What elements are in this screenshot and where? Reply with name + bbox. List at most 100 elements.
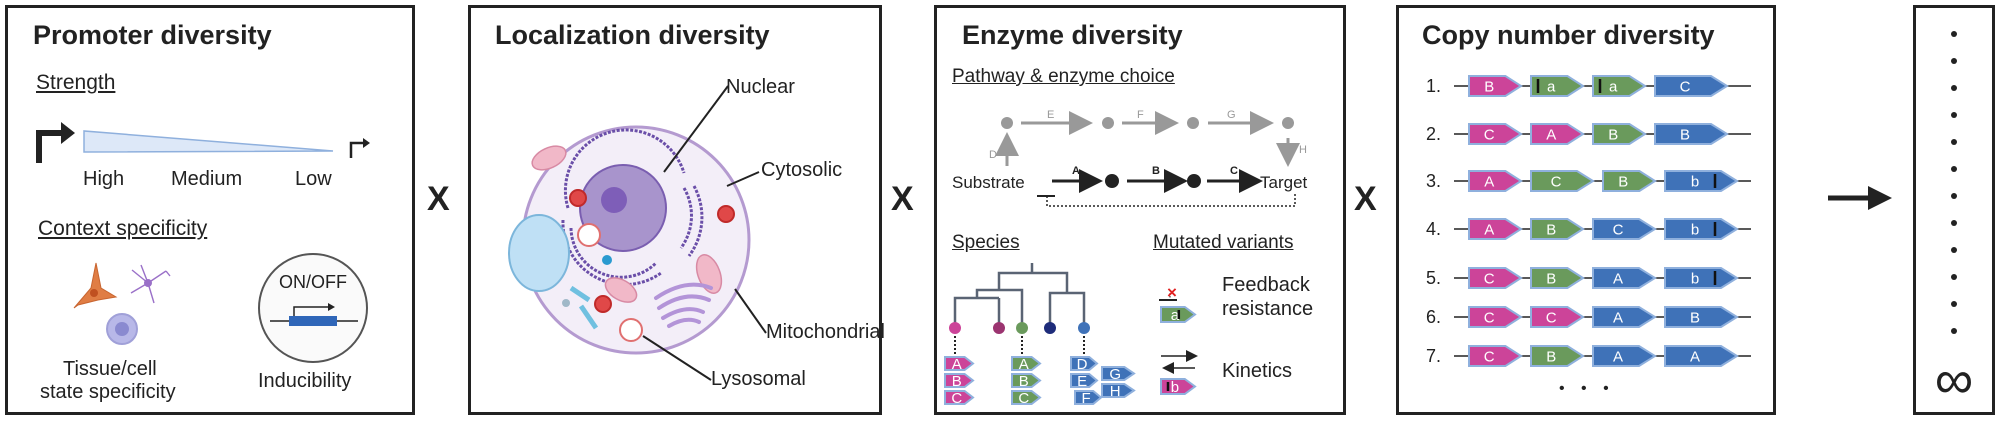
leader-lines [642,85,767,381]
strength-high: High [83,168,125,190]
variants-diagram: × a b [1159,283,1198,396]
panel-title: Localization diversity [495,20,770,50]
gene-label: A [1019,356,1029,373]
gene-E: E [1070,373,1099,390]
ellipsis: • • • [1559,380,1615,397]
gene-label: A [1484,174,1494,191]
gene-C: C [1468,306,1523,328]
lysosome [619,318,643,342]
gene-label: B [1546,222,1556,239]
gene-label: G [1109,366,1121,383]
centrosome [602,255,612,265]
ellipsis-dot [1951,301,1957,307]
step-c: C [1230,165,1238,177]
gene-b: b [1664,267,1739,289]
gene-label: B [1546,349,1556,366]
gene-label: F [1082,390,1091,407]
ellipsis-dot [1951,247,1957,253]
step-f: F [1137,109,1144,121]
gene-A: A [944,356,975,373]
variants-heading: Mutated variants [1153,232,1294,253]
gene-label: H [1110,383,1121,400]
gene-label: C [1613,222,1624,239]
ellipsis-dot [1951,139,1957,145]
mitochondrion [531,145,567,171]
gene-label: A [1546,127,1556,144]
gene-label: E [1077,373,1087,390]
ellipsis-dot [1951,220,1957,226]
gene-label: a [1171,307,1180,324]
gene-B: B [944,373,975,390]
gene-label: C [1018,390,1029,407]
pathway-diagram: D E F G H A B C Substrate Target [952,109,1308,207]
mitochondrial-label: Mitochondrial [766,321,885,343]
gene-label: A [1690,349,1700,366]
gene-B: B [1011,373,1042,390]
nuclear-label: Nuclear [726,76,795,98]
gene-label: b [1171,379,1179,396]
gene-a: a [1530,75,1585,97]
ellipsis-dot [1951,31,1957,37]
gene-C: C [944,390,975,407]
ellipsis-dot [1951,85,1957,91]
ellipsis-dot [1951,274,1957,280]
gene-label: C [1484,310,1495,327]
gene-B: B [1530,267,1585,289]
gene-a: a [1592,75,1647,97]
ellipsis-dot [1951,58,1957,64]
strong-promoter-icon [36,130,63,163]
panel-title: Enzyme diversity [962,20,1183,50]
gene-label: C [1551,174,1562,191]
result-arrow-icon [1828,186,1892,210]
mitochondrion [604,277,638,303]
gene-label: C [1484,349,1495,366]
gene-label: B [1680,127,1690,144]
weak-promoter-icon [349,141,364,158]
gene-label: b [1691,271,1699,288]
gene-label: B [1618,174,1628,191]
lysosomal-label: Lysosomal [711,368,806,390]
ellipsis-dots [1951,31,1957,334]
multiply-sign: X [427,180,450,218]
row-number: 3. [1426,171,1441,191]
ellipsis-dot [1951,328,1957,334]
vacuole [508,214,570,292]
gene-A: A [1530,123,1585,145]
gene-label: B [952,373,962,390]
broken-feedback-x-icon: × [1167,283,1177,302]
gene-label: B [1546,271,1556,288]
gene-label: b [1691,222,1699,239]
step-h: H [1299,144,1307,156]
gene-B: B [1602,170,1657,192]
ellipsis-dot [1951,193,1957,199]
localization-diversity-panel: Localization diversity [468,5,885,415]
gene-A: A [1011,356,1042,373]
multiply-sign: X [891,180,914,218]
gene-B: B [1468,75,1523,97]
gene-C: C [1530,306,1585,328]
gene-A: A [1468,218,1523,240]
gene-label: B [1690,310,1700,327]
row-number: 1. [1426,76,1441,96]
promoter-diversity-panel: Promoter diversity Strength High Medium … [5,5,415,415]
gene-label: A [1613,310,1623,327]
feedback-label-line1: Feedback [1222,274,1310,296]
gene-D: D [1070,356,1099,373]
infinity-symbol: ∞ [1934,350,1974,410]
step-d: D [989,149,997,161]
on-off-label: ON/OFF [279,272,347,292]
gene-label: C [1484,271,1495,288]
ellipsis-dot [1951,112,1957,118]
peroxisome [717,205,735,223]
peroxisome [569,189,587,207]
cytosolic-label: Cytosolic [761,159,843,181]
tissue-label-line2: state specificity [40,381,176,403]
weak-promoter-arrowhead [363,138,370,148]
gene-label: C [1546,310,1557,327]
gene-label: b [1691,174,1699,191]
row-number: 2. [1426,124,1441,144]
strength-low: Low [295,168,332,190]
